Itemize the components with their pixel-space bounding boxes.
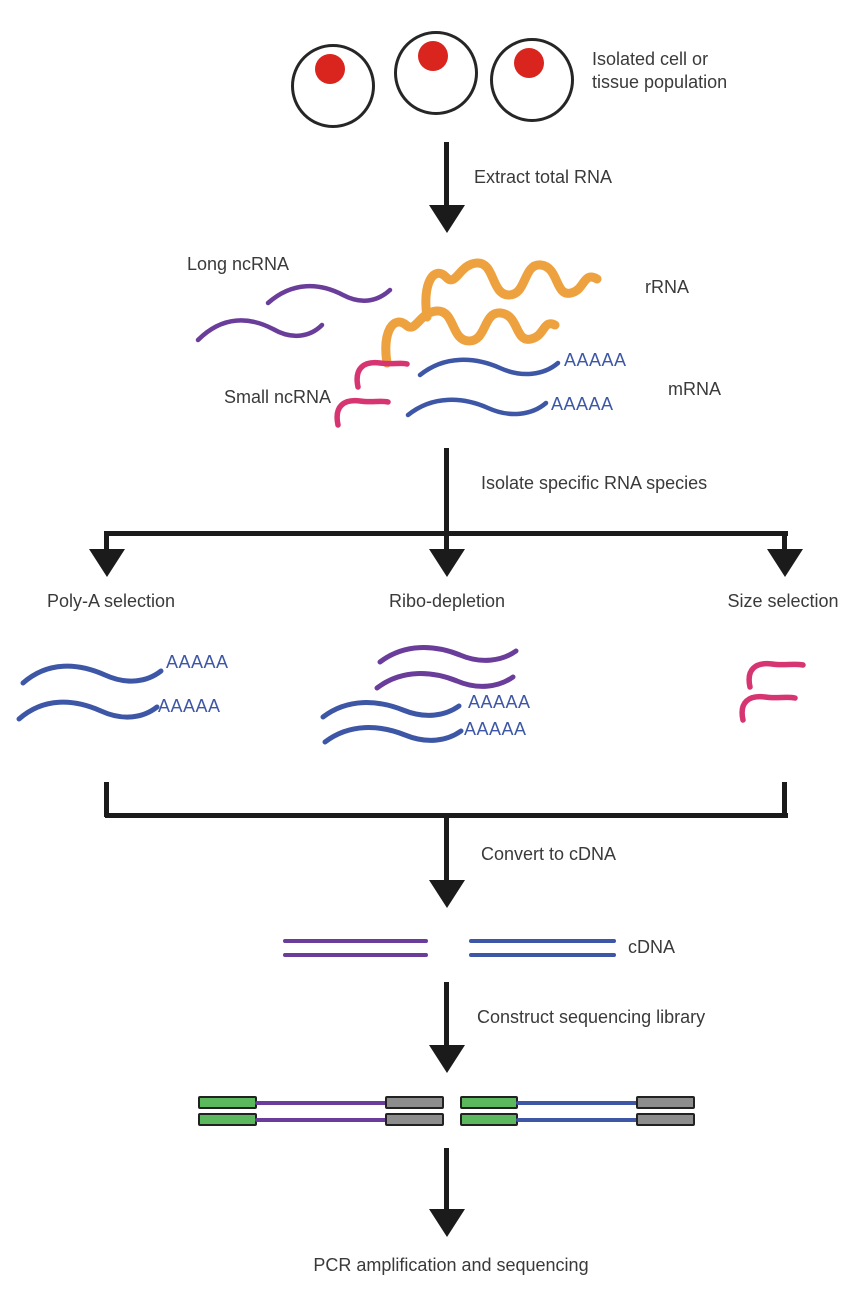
mrna-strand (417, 357, 561, 378)
merge-stub-left (104, 782, 109, 817)
mrna-label: mRNA (668, 379, 721, 399)
branch-label-polya-selection: Poly-A selection (46, 591, 176, 611)
branch-stub-left (104, 531, 109, 551)
cdna-strand (283, 939, 428, 943)
branch-label-size-selection: Size selection (727, 591, 839, 611)
polya-selection-illustration (16, 663, 164, 722)
pcr-arrowhead-icon (429, 1209, 465, 1237)
branch-label-ribo-depletion: Ribo-depletion (388, 591, 506, 611)
cell-nucleus (417, 40, 448, 71)
merge-stub-right (782, 782, 787, 817)
cdna-insert-line (516, 1101, 638, 1105)
adapter-box-gray (636, 1096, 695, 1109)
rrna-strand (381, 306, 560, 368)
small-ncrna-strand (746, 660, 806, 690)
isolate-step-label: Isolate specific RNA species (481, 473, 708, 493)
extract-step-label: Extract total RNA (474, 167, 613, 187)
long-ncrna-strand (374, 671, 516, 691)
cell-nucleus (513, 47, 544, 78)
mrna-strand (322, 725, 464, 745)
polya-tail-label: AAAAA (166, 652, 229, 672)
cell (394, 31, 478, 115)
library-arrowhead-icon (429, 1045, 465, 1073)
cdna-insert-line (255, 1101, 387, 1105)
ribo-depletion-illustration (320, 645, 519, 745)
long-ncrna-label: Long ncRNA (187, 254, 290, 274)
isolated-cells-label: Isolated cell or tissue population (592, 49, 728, 92)
cdna-insert-line (516, 1118, 638, 1122)
size-selection-illustration (739, 660, 806, 723)
adapter-box-green (460, 1113, 518, 1126)
branch-arrowhead-icon (89, 549, 125, 577)
small-ncrna-strand (354, 359, 410, 390)
small-ncrna-label: Small ncRNA (224, 387, 332, 407)
polya-tail-label: AAAAA (158, 696, 221, 716)
adapter-box-green (460, 1096, 518, 1109)
total-rna-pool-illustration (195, 258, 602, 428)
polya-tail-label: AAAAA (564, 350, 627, 370)
branch-arrowhead-icon (429, 549, 465, 577)
polya-tail-label: AAAAA (468, 692, 531, 712)
long-ncrna-strand (265, 284, 393, 306)
isolate-arrow-shaft (444, 448, 449, 551)
rrna-strand (421, 258, 602, 322)
mrna-strand (20, 663, 164, 686)
cell (490, 38, 574, 122)
pcr-arrow-shaft (444, 1148, 449, 1212)
polya-tail-label: AAAAA (551, 394, 614, 414)
convert-arrow-shaft (444, 813, 449, 884)
cdna-strand (469, 939, 616, 943)
long-ncrna-strand (377, 645, 519, 665)
extract-arrow-shaft (444, 142, 449, 208)
adapter-box-green (198, 1096, 257, 1109)
adapter-box-green (198, 1113, 257, 1126)
adapter-box-gray (636, 1113, 695, 1126)
construct-library-step-label: Construct sequencing library (477, 1007, 706, 1027)
adapter-box-gray (385, 1096, 444, 1109)
cdna-strand (283, 953, 428, 957)
mrna-strand (16, 699, 160, 722)
adapter-box-gray (385, 1113, 444, 1126)
branch-stub-right (782, 531, 787, 551)
convert-step-label: Convert to cDNA (481, 844, 617, 864)
cell (291, 44, 375, 128)
branch-connector-line (105, 531, 788, 536)
mrna-strand (320, 700, 462, 720)
cdna-insert-line (255, 1118, 387, 1122)
long-ncrna-strand (195, 318, 325, 343)
small-ncrna-strand (334, 397, 391, 428)
branch-arrowhead-icon (767, 549, 803, 577)
mrna-strand (405, 397, 549, 418)
extract-arrowhead-icon (429, 205, 465, 233)
small-ncrna-strand (739, 693, 798, 723)
rrna-label: rRNA (645, 277, 689, 297)
library-arrow-shaft (444, 982, 449, 1048)
cell-nucleus (314, 53, 345, 84)
pcr-step-label: PCR amplification and sequencing (313, 1255, 589, 1275)
polya-tail-label: AAAAA (464, 719, 527, 739)
convert-arrowhead-icon (429, 880, 465, 908)
cdna-strand (469, 953, 616, 957)
cdna-label: cDNA (628, 937, 676, 957)
